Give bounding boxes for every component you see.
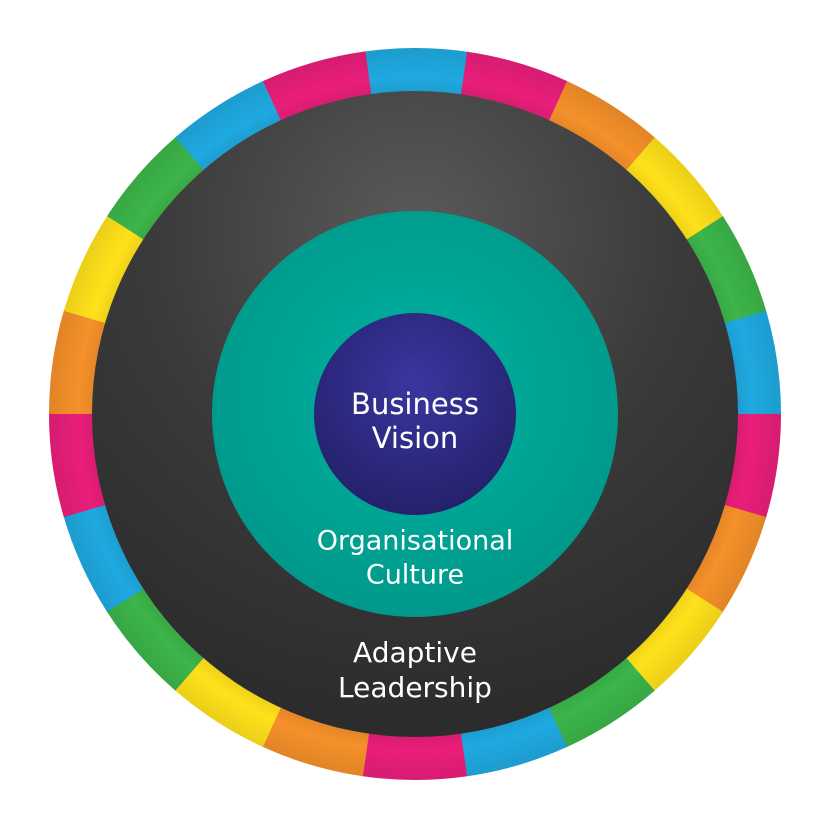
middle-label-line2: Culture (366, 560, 464, 591)
inner-label-line2: Vision (372, 421, 459, 455)
inner-label-line1: Business (351, 387, 479, 421)
outer-label-line2: Leadership (338, 671, 492, 704)
inner-circle-business-vision (314, 313, 516, 515)
middle-label-line1: Organisational (317, 526, 514, 557)
outer-label-line1: Adaptive (353, 636, 477, 669)
